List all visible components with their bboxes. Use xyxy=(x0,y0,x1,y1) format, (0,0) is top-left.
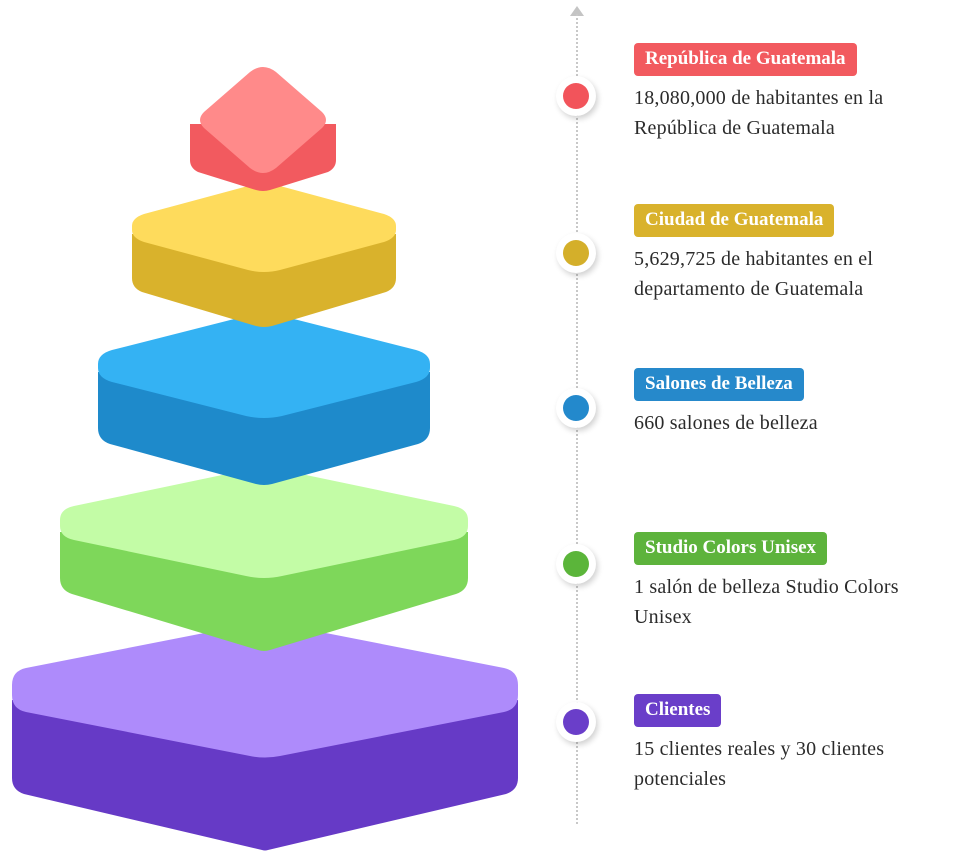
level-description: 18,080,000 de habitantes en la República… xyxy=(634,87,884,139)
entry-salones: Salones de Belleza 660 salones de bellez… xyxy=(634,368,959,438)
level-tag: Ciudad de Guatemala xyxy=(634,204,835,237)
level-tag: Studio Colors Unisex xyxy=(634,532,828,565)
pyramid-layer-ciudad xyxy=(132,184,396,327)
timeline-dot-studio xyxy=(556,544,596,584)
pyramid-layer-republica xyxy=(190,67,336,191)
timeline-dot-republica xyxy=(556,76,596,116)
pyramid-layer-salones xyxy=(98,314,430,485)
dot-fill xyxy=(563,395,589,421)
timeline-dot-salones xyxy=(556,388,596,428)
layer-side xyxy=(98,372,430,485)
pyramid-layer-studio xyxy=(60,468,468,651)
timeline-dot-clientes xyxy=(556,702,596,742)
entry-studio: Studio Colors Unisex 1 salón de belleza … xyxy=(634,532,959,632)
level-tag: Clientes xyxy=(634,694,722,727)
layer-side xyxy=(132,234,396,327)
layer-top xyxy=(60,468,468,578)
layer-side xyxy=(12,700,518,851)
dot-fill xyxy=(563,551,589,577)
level-description: 1 salón de belleza Studio Colors Unisex xyxy=(634,576,899,628)
entry-republica: República de Guatemala 18,080,000 de hab… xyxy=(634,43,959,143)
timeline-arrow-icon xyxy=(570,6,584,16)
pyramid-diagram xyxy=(12,67,518,851)
layer-top xyxy=(98,314,430,418)
level-description: 5,629,725 de habitantes en el departamen… xyxy=(634,248,874,300)
dot-fill xyxy=(563,83,589,109)
timeline-dot-ciudad xyxy=(556,233,596,273)
layer-top xyxy=(12,622,518,758)
level-tag: República de Guatemala xyxy=(634,43,857,76)
pyramid-layer-clientes xyxy=(12,622,518,851)
level-description: 15 clientes reales y 30 clientes potenci… xyxy=(634,738,885,790)
dot-fill xyxy=(563,709,589,735)
dot-fill xyxy=(563,240,589,266)
layer-top xyxy=(200,67,326,173)
level-description: 660 salones de belleza xyxy=(634,412,818,434)
entry-clientes: Clientes 15 clientes reales y 30 cliente… xyxy=(634,694,959,794)
entry-ciudad: Ciudad de Guatemala 5,629,725 de habitan… xyxy=(634,204,959,304)
layer-top xyxy=(132,184,396,272)
layer-side xyxy=(60,532,468,651)
level-tag: Salones de Belleza xyxy=(634,368,804,401)
